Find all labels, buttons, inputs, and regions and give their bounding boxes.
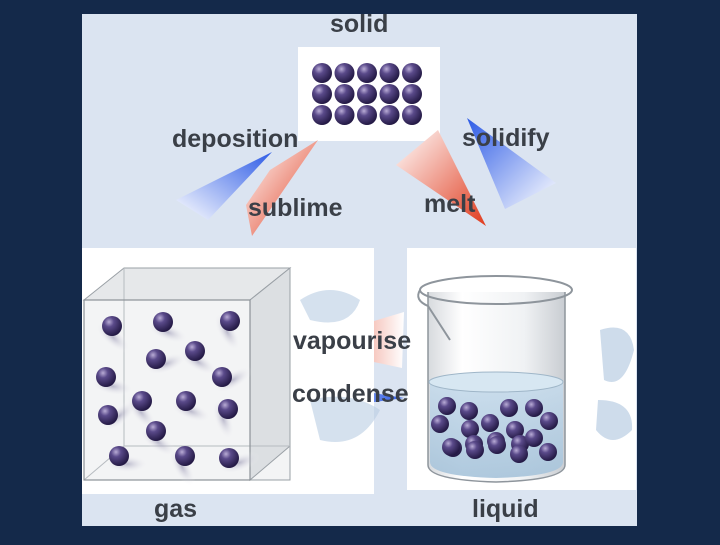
gas-particle [98, 405, 118, 425]
liquid-particle [488, 436, 506, 454]
label-sublime: sublime [248, 194, 342, 223]
solid-particle [335, 105, 355, 125]
solid-particle [335, 84, 355, 104]
gas-particle [212, 367, 232, 387]
label-liquid: liquid [472, 495, 539, 524]
liquid-particle [539, 443, 557, 461]
gas-particle [132, 391, 152, 411]
label-vapourise: vapourise [293, 327, 411, 356]
gas-particle [146, 421, 166, 441]
solid-particle [402, 84, 422, 104]
label-deposition: deposition [172, 125, 298, 154]
liquid-particle [525, 399, 543, 417]
gas-particle [176, 391, 196, 411]
liquid-particle [431, 415, 449, 433]
solid-particle [380, 84, 400, 104]
gas-particle [175, 446, 195, 466]
label-gas: gas [154, 495, 197, 524]
liquid-particle [525, 429, 543, 447]
label-condense: condense [292, 380, 409, 409]
liquid-particle [442, 438, 460, 456]
solid-particle [357, 63, 377, 83]
label-solid: solid [330, 10, 388, 39]
solid-particle [312, 84, 332, 104]
solid-particle [357, 84, 377, 104]
liquid-particle [438, 397, 456, 415]
solid-particle [402, 105, 422, 125]
liquid-particle [460, 402, 478, 420]
gas-particle [185, 341, 205, 361]
solid-particle [380, 105, 400, 125]
solid-particle [402, 63, 422, 83]
gas-particle [220, 311, 240, 331]
liquid-particle [510, 445, 528, 463]
label-melt: melt [424, 190, 475, 219]
gas-particle [102, 316, 122, 336]
liquid-beaker [407, 248, 636, 490]
liquid-particle [500, 399, 518, 417]
solid-particle [312, 63, 332, 83]
gas-container [82, 248, 380, 494]
gas-particle [109, 446, 129, 466]
liquid-particle [540, 412, 558, 430]
liquid-particle [481, 414, 499, 432]
gas-particle [153, 312, 173, 332]
gas-particle [146, 349, 166, 369]
gas-particle [218, 399, 238, 419]
solid-particle [357, 105, 377, 125]
solid-lattice [298, 47, 440, 141]
gas-particle [96, 367, 116, 387]
solid-particle [335, 63, 355, 83]
gas-particle [219, 448, 239, 468]
solid-particle [380, 63, 400, 83]
solid-particle [312, 105, 332, 125]
label-solidify: solidify [462, 124, 550, 153]
liquid-particle [466, 441, 484, 459]
